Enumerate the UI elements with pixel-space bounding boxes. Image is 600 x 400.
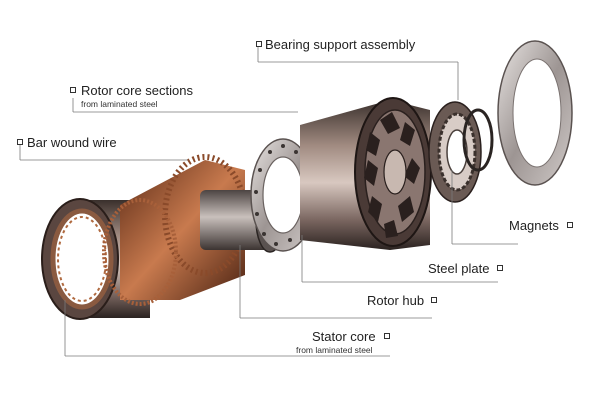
magnets-label: Magnets: [509, 218, 559, 233]
steel-plate-marker-icon: [497, 265, 503, 271]
rotor-core-part: [300, 97, 432, 250]
bar-wound-marker-icon: [17, 139, 23, 145]
magnets-disc-part: [497, 40, 573, 186]
rotor-hub-marker-icon: [431, 297, 437, 303]
rotor-core-label: Rotor core sections: [81, 83, 193, 98]
rotor-core-sublabel: from laminated steel: [81, 99, 158, 109]
rotor-core-marker-icon: [70, 87, 76, 93]
rotor-hub-label: Rotor hub: [367, 293, 425, 308]
steel-plate-label: Steel plate: [428, 261, 490, 276]
bearing-marker-icon: [256, 41, 262, 47]
bearing-assembly-part: [428, 101, 494, 203]
stator-core-sublabel: from laminated steel: [296, 345, 373, 355]
bar-wound-label: Bar wound wire: [27, 135, 117, 150]
leader-lines: [19, 45, 518, 357]
bearing-label: Bearing support assembly: [265, 37, 416, 52]
magnets-marker-icon: [567, 222, 573, 228]
stator-core-marker-icon: [384, 333, 390, 339]
stator-core-label: Stator core: [312, 329, 376, 344]
